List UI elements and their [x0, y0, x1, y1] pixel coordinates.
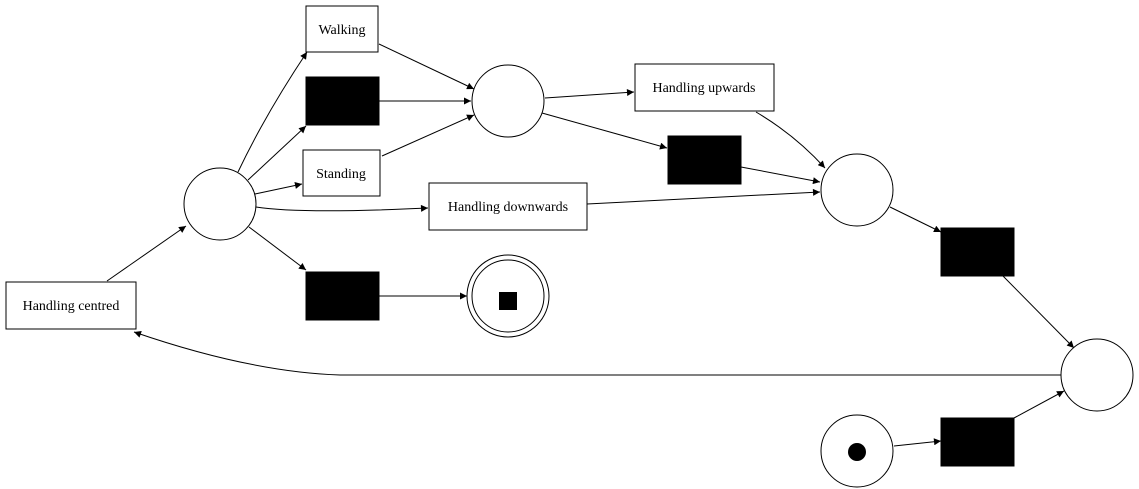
silent-transition-final[interactable]	[305, 271, 380, 321]
place-final[interactable]	[466, 254, 550, 338]
arc-silent2-to-place3	[740, 166, 821, 185]
place-far-right[interactable]	[1060, 338, 1134, 412]
arc-silent4-to-place4	[1013, 390, 1065, 419]
transition-walking-label: Walking	[318, 23, 365, 38]
transition-handling-downwards-label: Handling downwards	[448, 200, 568, 215]
transition-walking-box	[305, 5, 379, 53]
arc-hub-to-standing	[254, 182, 303, 195]
arc-place2-to-upwards	[544, 88, 635, 99]
transition-handling-centred[interactable]: Handling centred	[5, 281, 137, 330]
place-middle[interactable]	[471, 64, 545, 138]
transition-handling-upwards-box	[634, 63, 775, 112]
place-right[interactable]	[820, 153, 894, 227]
silent-transitions	[305, 76, 1015, 467]
transition-standing-label: Standing	[316, 167, 366, 182]
transition-handling-downwards[interactable]: Handling downwards	[428, 182, 588, 231]
transition-handling-upwards[interactable]: Handling upwards	[634, 63, 775, 112]
arc-place3-to-silent3	[889, 206, 942, 233]
transition-handling-downwards-box	[428, 182, 588, 231]
silent-transition-4[interactable]	[940, 417, 1015, 467]
arc-upwards-to-place3	[755, 111, 826, 169]
transition-standing-box	[302, 149, 381, 197]
arc-place4-to-centred	[133, 330, 1062, 376]
arc-silent3-to-place4	[1001, 274, 1075, 349]
arc-centred-to-hub	[106, 225, 187, 282]
arc-downwards-to-place3	[586, 188, 821, 205]
token-icon	[848, 443, 866, 461]
arc-hub-to-walking	[237, 51, 308, 173]
silent-transition-3[interactable]	[940, 227, 1015, 277]
places	[183, 64, 1134, 488]
transition-handling-centred-label: Handling centred	[23, 299, 120, 314]
transition-walking[interactable]: Walking	[305, 5, 379, 53]
arc-hub-to-silent-1	[247, 125, 307, 181]
transition-handling-upwards-label: Handling upwards	[652, 81, 755, 96]
silent-transition-1[interactable]	[305, 76, 380, 126]
transitions: Walking Standing Handling upwards Handli…	[5, 5, 775, 330]
arc-hub-to-downwards	[255, 204, 429, 212]
silent-transition-2[interactable]	[667, 135, 742, 185]
final-marker-square-icon	[499, 292, 517, 310]
arcs	[106, 43, 1075, 447]
arc-hub-to-silent-final	[248, 226, 307, 271]
place-hub[interactable]	[183, 167, 257, 241]
transition-handling-centred-box	[5, 281, 137, 330]
arc-walking-to-place2	[378, 43, 475, 90]
arc-standing-to-place2	[381, 114, 475, 157]
arc-place2-to-silent2	[541, 112, 668, 150]
transition-standing[interactable]: Standing	[302, 149, 381, 197]
place-initial[interactable]	[820, 414, 894, 488]
arc-initial-to-silent4	[893, 438, 942, 447]
